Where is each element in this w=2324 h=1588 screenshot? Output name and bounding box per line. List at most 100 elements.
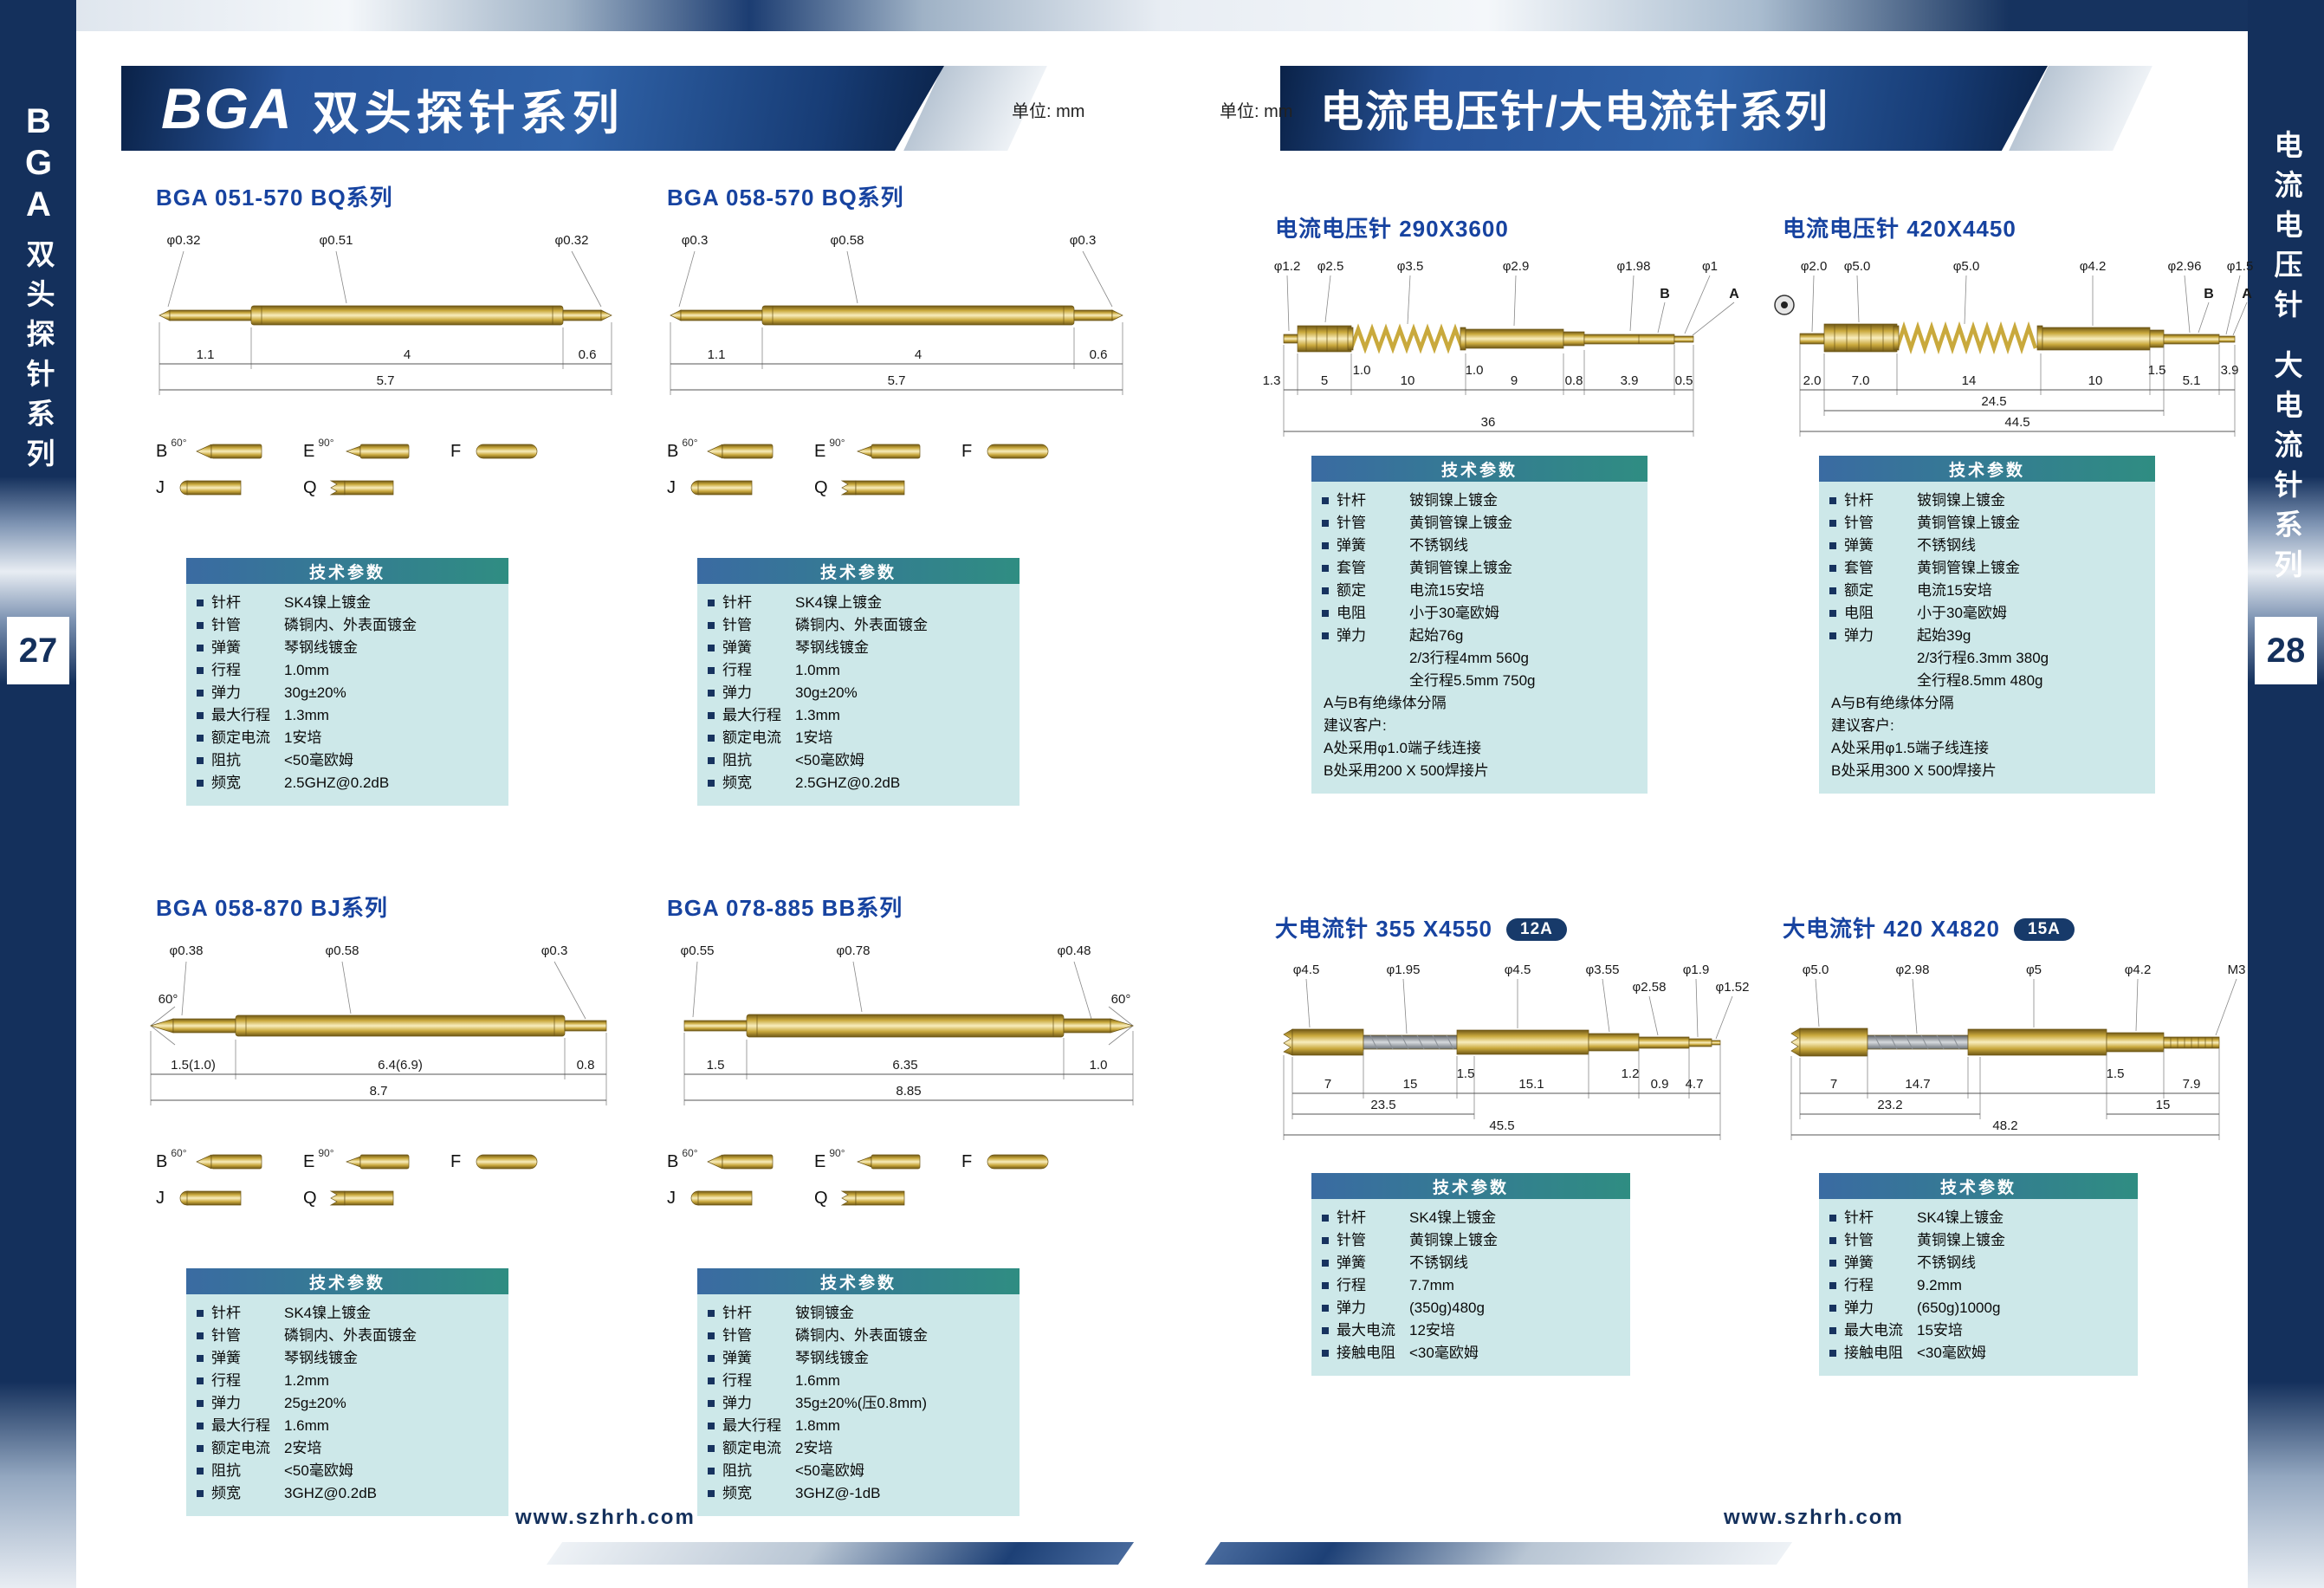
spec-label: 行程: [722, 662, 752, 678]
spec-label: 电阻: [1844, 605, 1874, 621]
tip-q-icon: [329, 480, 393, 496]
svg-text:φ0.38: φ0.38: [170, 943, 204, 958]
spec-row: 针管 黄铜镍上镀金: [1828, 1229, 2129, 1252]
spec-value: 黄铜镍上镀金: [1409, 1232, 1498, 1248]
tip-letter-e: E: [303, 441, 315, 461]
spec-label: 针杆: [211, 1305, 241, 1321]
svg-text:60°: 60°: [1111, 992, 1131, 1007]
bullet-icon: [1829, 1237, 1836, 1244]
tip-b-icon: [195, 444, 262, 459]
svg-text:φ0.78: φ0.78: [837, 943, 871, 958]
probe-diagram: φ2.0 φ5.0 φ5.0 φ4.2 φ2.96 φ1.5 B A 2.0 7…: [1774, 259, 2253, 437]
spec-label: 弹簧: [722, 1350, 752, 1366]
svg-text:4: 4: [915, 347, 922, 362]
probe-diagram: φ1.2 φ2.5 φ3.5 φ2.9 φ1.98 φ1 B A 1.3: [1263, 259, 1739, 437]
spec-row: 针杆 SK4镍上镀金: [195, 1302, 500, 1325]
spec-table-body: 针杆 铍铜镀金 针管 磷铜内、外表面镀金 弹簧 琴钢线镀金: [697, 1294, 1020, 1516]
spec-value: 铍铜镍上镀金: [1409, 492, 1498, 509]
tip-letter-f: F: [450, 1151, 462, 1171]
spec-table: 技术参数 针杆 SK4镍上镀金 针管 磷铜内、外表面镀金: [186, 558, 508, 806]
spec-row: 套管 黄铜管镍上镀金: [1828, 557, 2146, 580]
tip-letter-f: F: [961, 1151, 973, 1171]
spec-label: 针管: [1844, 515, 1874, 531]
spec-row: 弹力 起始39g: [1828, 625, 2146, 647]
spec-label: 阻抗: [211, 752, 241, 768]
tip-angle-label: 90°: [318, 437, 334, 449]
spec-continuation: 全行程8.5mm 480g: [1917, 672, 2043, 689]
spec-label: 阻抗: [211, 1462, 241, 1479]
svg-text:φ1.2: φ1.2: [1274, 259, 1301, 274]
current-rating-badge: 12A: [1506, 918, 1567, 941]
tip-f-icon: [987, 444, 1049, 459]
bullet-icon: [1829, 1327, 1836, 1334]
bullet-icon: [1829, 1282, 1836, 1289]
spec-label: 弹力: [722, 1395, 752, 1411]
svg-text:44.5: 44.5: [2004, 415, 2029, 430]
svg-text:15: 15: [2156, 1098, 2171, 1112]
spec-value: <50毫欧姆: [284, 1462, 353, 1479]
spec-value: 1安培: [284, 729, 322, 746]
spec-table-body: 针杆 铍铜镍上镀金 针管 黄铜管镍上镀金 弹簧 不锈: [1311, 482, 1648, 794]
tip-letter-b: B: [156, 441, 168, 461]
bullet-icon: [1829, 632, 1836, 639]
svg-text:1.2: 1.2: [1622, 1066, 1640, 1081]
spec-row: 针杆 SK4镍上镀金: [706, 592, 1011, 614]
spec-note: 建议客户:: [1831, 717, 1894, 734]
spec-value: 3GHZ@-1dB: [795, 1485, 881, 1501]
bullet-icon: [708, 622, 715, 629]
tip-style-q: Q: [303, 1187, 450, 1209]
spec-value: 小于30毫欧姆: [1917, 605, 2007, 621]
tip-letter-q: Q: [814, 1188, 828, 1208]
tip-style-e: E 90°: [814, 437, 961, 463]
svg-text:φ1.98: φ1.98: [1617, 259, 1651, 274]
spec-row: 弹簧 琴钢线镀金: [706, 637, 1011, 659]
bullet-icon: [197, 780, 204, 787]
bullet-icon: [1829, 520, 1836, 527]
spec-value: 不锈钢线: [1409, 537, 1468, 554]
svg-text:φ0.32: φ0.32: [555, 233, 589, 248]
spec-value: SK4镍上镀金: [284, 1305, 372, 1321]
tip-row: J Q: [156, 1187, 598, 1209]
spec-value: 不锈钢线: [1409, 1254, 1468, 1271]
svg-text:4.7: 4.7: [1686, 1077, 1704, 1092]
svg-text:14.7: 14.7: [1905, 1077, 1930, 1092]
spec-label: 接触电阻: [1337, 1345, 1395, 1361]
tip-letter-q: Q: [303, 477, 317, 497]
tip-row: J Q: [156, 476, 598, 499]
svg-text:φ2.96: φ2.96: [2168, 259, 2202, 274]
svg-text:2.0: 2.0: [1803, 373, 1822, 388]
tip-j-icon: [179, 480, 242, 496]
bullet-icon: [708, 1332, 715, 1339]
bullet-icon: [1322, 1305, 1329, 1312]
spec-value: SK4镍上镀金: [284, 594, 372, 611]
section-title-text: 大电流针 420 X4820: [1783, 916, 2001, 942]
bottom-decoration-right: [1204, 1542, 1793, 1565]
bullet-icon: [197, 712, 204, 719]
spec-row: 弹簧 不锈钢线: [1828, 1252, 2129, 1274]
svg-text:φ2.9: φ2.9: [1503, 259, 1530, 274]
svg-text:φ0.51: φ0.51: [320, 233, 353, 248]
tip-letter-q: Q: [303, 1188, 317, 1208]
bullet-icon: [1829, 565, 1836, 572]
spec-row: 针杆 SK4镍上镀金: [1828, 1207, 2129, 1229]
bullet-icon: [197, 735, 204, 742]
spec-label: 频宽: [722, 1485, 752, 1501]
spec-label: 弹簧: [1844, 1254, 1874, 1271]
sidebar-series-title: 双头探针系列: [23, 239, 55, 478]
svg-text:φ0.3: φ0.3: [1070, 233, 1097, 248]
spec-label: 弹力: [722, 684, 752, 701]
spec-value: <30毫欧姆: [1409, 1345, 1479, 1361]
spec-value: (650g)1000g: [1917, 1300, 2001, 1316]
tip-row: B 60° E 90° F: [667, 1147, 1109, 1173]
spec-value: SK4镍上镀金: [795, 594, 883, 611]
spec-table-header: 技术参数: [1819, 456, 2155, 482]
bullet-icon: [1322, 1260, 1329, 1267]
section-title: 电流电压针 290X3600: [1275, 216, 1509, 242]
svg-text:1.0: 1.0: [1353, 363, 1371, 378]
svg-text:1.5: 1.5: [2107, 1066, 2125, 1081]
spec-row: 电阻 小于30毫欧姆: [1320, 602, 1639, 625]
svg-text:φ5.0: φ5.0: [1953, 259, 1980, 274]
tip-row: B 60° E 90° F: [667, 437, 1109, 463]
